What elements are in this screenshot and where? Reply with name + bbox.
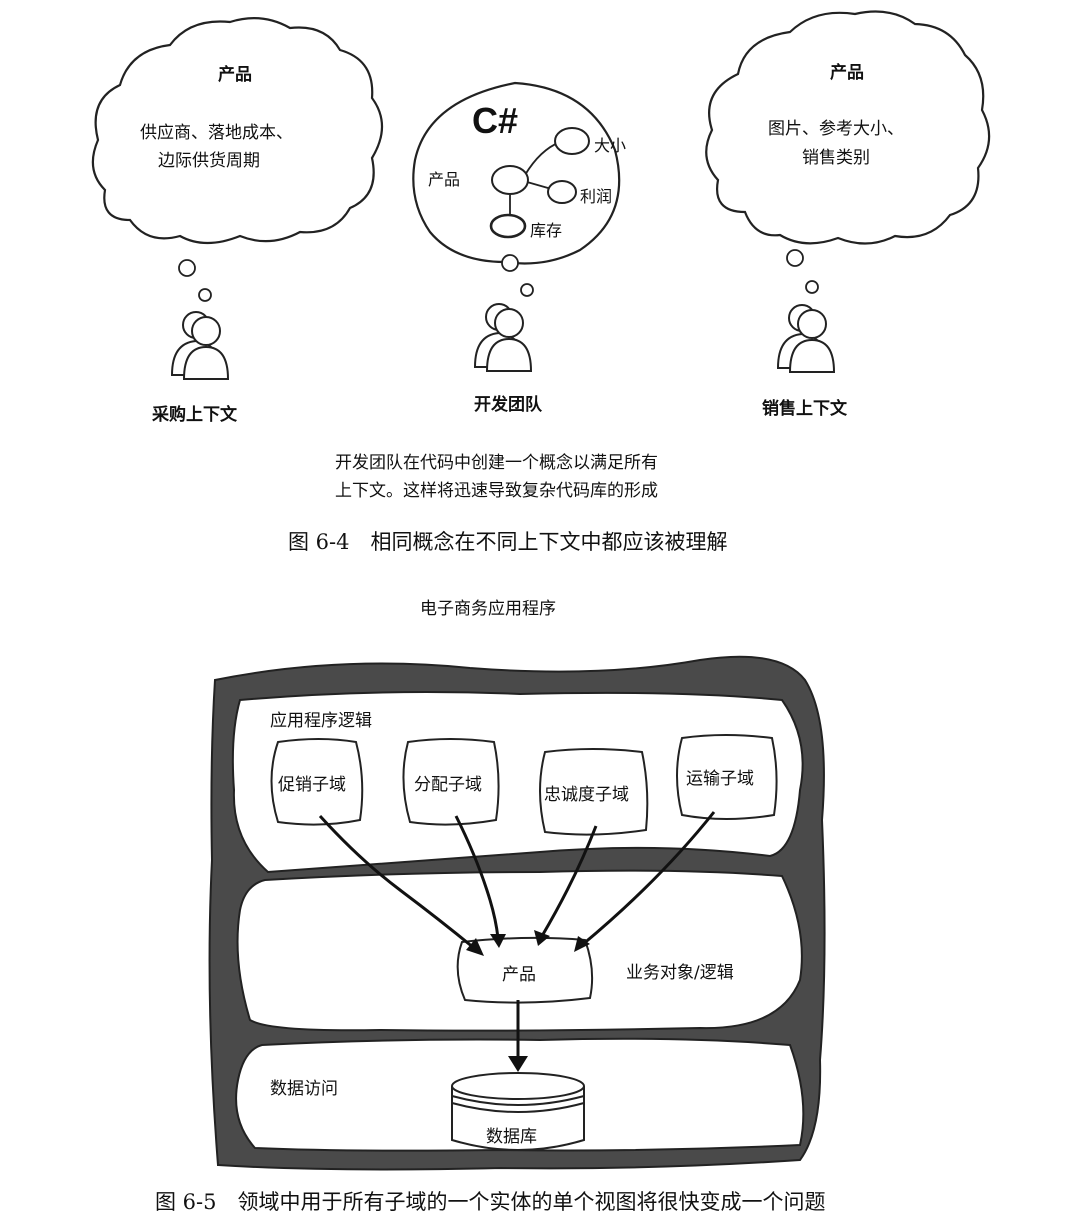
person-left-label: 采购上下文: [152, 405, 237, 425]
layer-app-shape: [231, 691, 804, 874]
arrow-shipping-to-product: [581, 811, 716, 947]
fig64-note-line2: 上下文。这样将迅速导致复杂代码库的形成: [335, 481, 658, 501]
cloud-left-line1: 供应商、落地成本、: [140, 123, 293, 143]
layer-data-label: 数据访问: [270, 1079, 338, 1099]
subdomain-box-alloc: [402, 738, 500, 826]
subdomain-label-1: 分配子域: [414, 775, 482, 795]
layer-business-label: 业务对象/逻辑: [626, 963, 734, 983]
thought-bubble-left-1: [178, 259, 196, 277]
thought-bubble-right-2: [805, 280, 819, 294]
cloud-left-line2: 边际供货周期: [158, 151, 260, 171]
csharp-label: C#: [472, 100, 519, 141]
node-size: [554, 127, 590, 155]
arrow-alloc-to-product: [454, 815, 500, 939]
database-cylinder: [451, 1072, 585, 1151]
cloud-left-shape: [91, 17, 383, 245]
node-root: [491, 165, 529, 195]
node-profit-label: 利润: [580, 187, 613, 206]
person-left-icon: [171, 311, 229, 380]
fig64-caption: 图 6-4 相同概念在不同上下文中都应该被理解: [288, 530, 728, 554]
arrow-loyalty-to-product: [540, 825, 598, 937]
subdomain-label-0: 促销子域: [278, 775, 346, 795]
person-right-icon: [777, 304, 835, 373]
cloud-right-title: 产品: [830, 63, 864, 83]
cloud-right-line1: 图片、参考大小、: [768, 119, 904, 139]
subdomain-label-2: 忠诚度子域: [544, 785, 629, 805]
person-center-label: 开发团队: [474, 395, 542, 415]
thought-bubble-left-2: [198, 288, 212, 302]
node-root-label: 产品: [428, 170, 461, 189]
fig65-title: 电子商务应用程序: [420, 599, 556, 619]
layer-app-label: 应用程序逻辑: [270, 711, 372, 731]
cloud-left-title: 产品: [218, 65, 252, 85]
fig64-note-line1: 开发团队在代码中创建一个概念以满足所有: [335, 453, 658, 473]
subdomain-box-promo: [270, 738, 364, 826]
node-stock-label: 库存: [530, 221, 563, 240]
subdomain-box-shipping: [676, 734, 778, 820]
arrow-promo-to-product: [318, 814, 475, 950]
product-label: 产品: [502, 965, 536, 985]
fig65-caption: 图 6-5 领域中用于所有子域的一个实体的单个视图将很快变成一个问题: [155, 1190, 826, 1214]
database-label: 数据库: [486, 1127, 537, 1147]
cloud-right-line2: 销售类别: [802, 148, 870, 168]
thought-bubble-center-1: [501, 254, 519, 272]
person-center-icon: [474, 303, 532, 372]
subdomain-label-3: 运输子域: [686, 769, 754, 789]
person-right-label: 销售上下文: [762, 399, 847, 419]
thought-bubble-right-1: [786, 249, 804, 267]
thought-bubble-center-2: [520, 283, 534, 297]
product-box: [456, 936, 594, 1004]
cloud-right-shape: [705, 10, 991, 245]
node-size-label: 大小: [594, 136, 627, 155]
subdomain-box-loyalty: [539, 748, 649, 836]
node-stock: [489, 213, 527, 239]
node-profit: [547, 180, 577, 204]
